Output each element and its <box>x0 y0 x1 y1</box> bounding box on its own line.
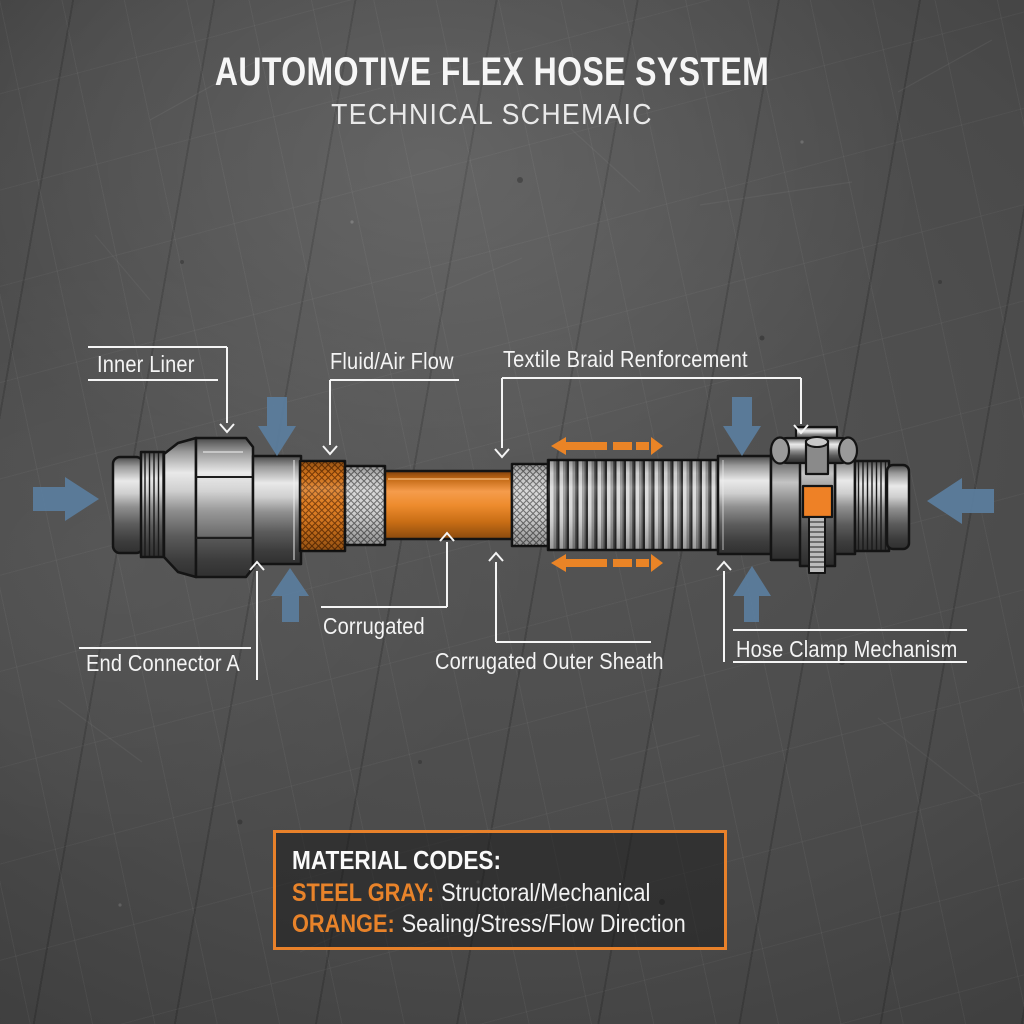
label-hose-clamp: Hose Clamp Mechanism <box>736 636 958 662</box>
leader-inner-liner <box>88 346 235 434</box>
press-arrow-down-left-icon <box>258 397 296 456</box>
connector-b-threads <box>853 459 891 553</box>
connector-b-neck <box>833 454 857 556</box>
header: AUTOMOTIVE FLEX HOSE SYSTEM TECHNICAL SC… <box>0 0 1024 131</box>
press-arrow-up-right-icon <box>733 566 771 622</box>
label-end-connector-a: End Connector A <box>86 650 240 676</box>
metal-texture-specks <box>118 140 942 907</box>
stress-arrow-left-bottom-icon <box>551 554 607 572</box>
material-code-orange: ORANGE: <box>292 910 395 938</box>
clamp-worm-screw <box>808 516 826 574</box>
connector-a-collar <box>251 454 303 566</box>
leader-corrugated <box>321 531 455 608</box>
stress-arrow-right-bottom-icon <box>613 554 663 572</box>
leader-end-connector-a <box>79 560 265 680</box>
material-codes-panel: MATERIAL CODES: STEEL GRAY:Structoral/Me… <box>273 830 727 950</box>
clamp-bolt <box>769 425 859 476</box>
steel-knurl-ring-right <box>510 462 550 548</box>
inner-hose-tube <box>383 469 514 541</box>
stress-arrow-left-top-icon <box>551 437 607 455</box>
steel-knurl-ring-left <box>343 464 387 547</box>
connector-a-flare-cone <box>162 436 198 579</box>
steel-blue-arrows <box>33 397 994 622</box>
leader-hose-clamp <box>716 560 967 663</box>
flow-arrow-right-icon <box>33 477 99 521</box>
corrugated-sheath <box>546 458 720 552</box>
connector-b-body <box>716 454 773 556</box>
orange-stress-arrows <box>551 437 663 572</box>
leader-textile-braid <box>494 377 809 459</box>
label-inner-liner: Inner Liner <box>97 351 195 377</box>
material-codes-heading: MATERIAL CODES: <box>292 845 502 875</box>
label-corrugated: Corrugated <box>323 613 425 639</box>
label-corrugated-outer-sheath: Corrugated Outer Sheath <box>435 648 664 674</box>
material-meaning-orange: Sealing/Stress/Flow Direction <box>401 910 686 938</box>
hex-nut <box>194 436 255 579</box>
page-title: AUTOMOTIVE FLEX HOSE SYSTEM <box>214 50 770 94</box>
hose-diagram <box>111 425 911 579</box>
leader-fluid-air-flow <box>322 379 459 456</box>
material-code-row: ORANGE:Sealing/Stress/Flow Direction <box>292 909 686 940</box>
label-textile-braid: Textile Braid Renforcement <box>503 346 748 372</box>
connector-a-end-cap <box>111 455 145 555</box>
end-connector-b-assembly <box>716 425 911 574</box>
leader-lines <box>79 346 967 680</box>
material-meaning-steel-gray: Structoral/Mechanical <box>441 879 651 907</box>
end-connector-a-assembly <box>111 436 303 579</box>
metal-texture-scratches <box>57 39 993 953</box>
material-code-row: STEEL GRAY:Structoral/Mechanical <box>292 878 654 909</box>
page-subtitle: TECHNICAL SCHEMAIC <box>331 99 653 131</box>
label-fluid-air-flow: Fluid/Air Flow <box>330 348 454 374</box>
clamp-seal-block <box>801 484 834 519</box>
orange-knurl-ring <box>298 459 347 553</box>
connector-b-end-cap <box>885 463 911 551</box>
stress-arrow-right-top-icon <box>613 437 663 455</box>
material-code-steel-gray: STEEL GRAY: <box>292 879 435 907</box>
connector-a-threads <box>139 450 166 559</box>
flow-arrow-left-icon <box>927 478 994 524</box>
press-arrow-down-right-icon <box>723 397 761 456</box>
connector-b-shoulder <box>769 447 804 562</box>
press-arrow-up-left-icon <box>271 568 309 622</box>
leader-corrugated-outer-sheath <box>488 551 651 643</box>
